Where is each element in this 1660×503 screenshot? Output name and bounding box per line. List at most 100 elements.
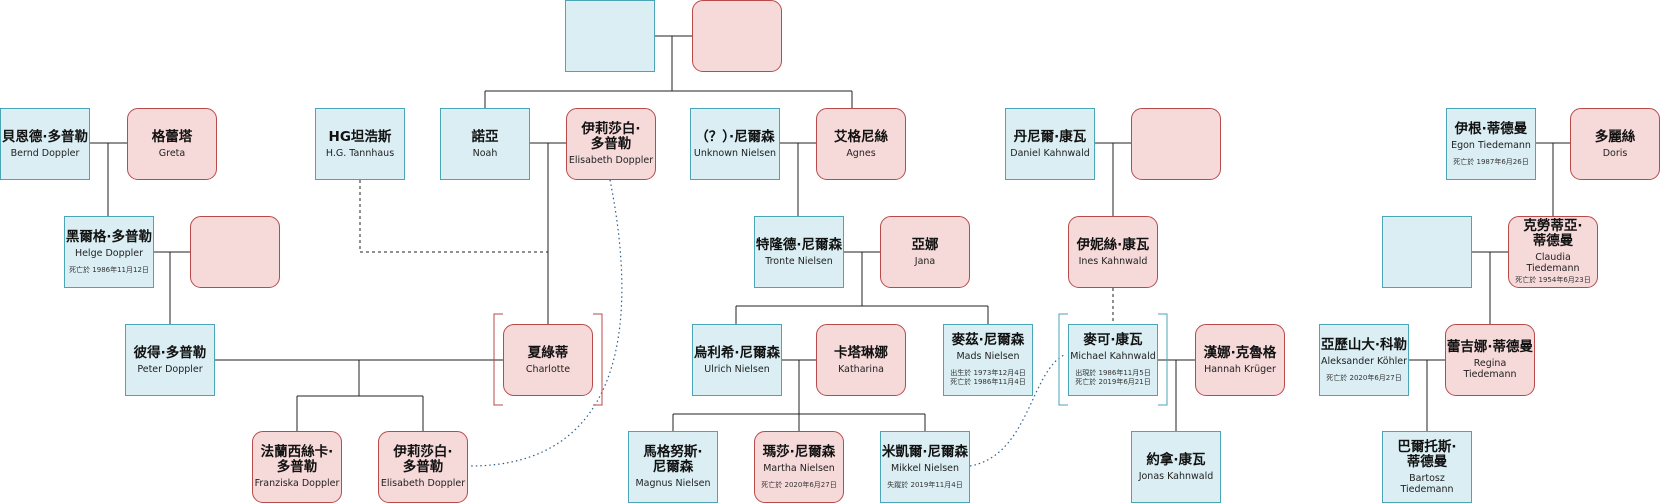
person-name: 丹尼爾·康瓦 (1013, 128, 1087, 145)
person-box-bartosz-tiedemann: 巴爾托斯· 蒂德曼 Bartosz Tiedemann (1382, 431, 1472, 503)
person-name: 漢娜·克魯格 (1203, 344, 1277, 361)
person-box-top-mother (692, 0, 782, 72)
person-roman-name: Mads Nielsen (956, 351, 1020, 362)
person-note: 死亡於 1954年6月23日 (1515, 276, 1591, 284)
person-box-helge-wife (190, 216, 280, 288)
person-name: 麥茲·尼爾森 (951, 332, 1025, 348)
person-box-jana: 亞娜 Jana (880, 216, 970, 288)
person-box-mads-nielsen: 麥茲·尼爾森 Mads Nielsen 出生於 1973年12月4日 死亡於 1… (943, 324, 1033, 396)
person-roman-name: Agnes (846, 147, 876, 159)
person-box-franziska-doppler: 法蘭西絲卡· 多普勒 Franziska Doppler (252, 431, 342, 503)
person-box-daniel-wife (1131, 108, 1221, 180)
person-box-agnes: 艾格尼絲 Agnes (816, 108, 906, 180)
person-name: 貝恩德·多普勒 (1, 128, 89, 145)
person-box-claudia-husband (1382, 216, 1472, 288)
person-name: 馬格努斯· 尼爾森 (643, 444, 703, 475)
person-note: 死亡於 1987年6月26日 (1453, 157, 1529, 166)
person-roman-name: Hannah Krüger (1204, 363, 1276, 375)
person-box-regina-tiedemann: 蕾吉娜·蒂德曼 Regina Tiedemann (1445, 324, 1535, 396)
person-name: 彼得·多普勒 (133, 344, 207, 361)
person-roman-name: H.G. Tannhaus (325, 147, 395, 159)
person-box-ines-kahnwald: 伊妮絲·康瓦 Ines Kahnwald (1068, 216, 1158, 288)
person-box-magnus-nielsen: 馬格努斯· 尼爾森 Magnus Nielsen (628, 431, 718, 503)
person-roman-name: Bernd Doppler (10, 147, 80, 159)
person-roman-name: Charlotte (525, 363, 571, 375)
person-box-elisabeth-doppler-elder: 伊莉莎白· 多普勒 Elisabeth Doppler (566, 108, 656, 180)
person-roman-name: Noah (472, 147, 498, 159)
person-name: 伊莉莎白· 多普勒 (393, 444, 453, 475)
person-box-ulrich-nielsen: 烏利希·尼爾森 Ulrich Nielsen (692, 324, 782, 396)
person-box-hg-tannhaus: HG坦浩斯 H.G. Tannhaus (315, 108, 405, 180)
person-roman-name: Helge Doppler (74, 247, 144, 259)
person-name: 格蕾塔 (151, 128, 193, 145)
person-name: 烏利希·尼爾森 (693, 344, 781, 361)
person-name: 瑪莎·尼爾森 (762, 443, 836, 460)
person-box-unknown-nielsen: （？）·尼爾森 Unknown Nielsen (690, 108, 780, 180)
person-note: 出現於 1986年11月5日 死亡於 2019年6月21日 (1075, 369, 1151, 386)
person-roman-name: Daniel Kahnwald (1010, 147, 1090, 159)
person-roman-name: Greta (158, 147, 186, 159)
person-roman-name: Ulrich Nielsen (704, 363, 770, 375)
person-roman-name: Egon Tiedemann (1451, 139, 1531, 151)
person-box-top-father (565, 0, 655, 72)
person-name: 巴爾托斯· 蒂德曼 (1397, 438, 1457, 470)
person-box-noah: 諾亞 Noah (440, 108, 530, 180)
person-box-peter-doppler: 彼得·多普勒 Peter Doppler (125, 324, 215, 396)
person-roman-name: Michael Kahnwald (1070, 351, 1156, 362)
person-name: （？）·尼爾森 (695, 128, 775, 145)
person-name: 約拿·康瓦 (1146, 451, 1206, 468)
person-roman-name: Tronte Nielsen (765, 255, 833, 267)
person-box-doris: 多麗絲 Doris (1570, 108, 1660, 180)
person-roman-name: Elisabeth Doppler (568, 155, 654, 166)
person-roman-name: Jonas Kahnwald (1138, 470, 1214, 482)
person-box-tronte-nielsen: 特隆德·尼爾森 Tronte Nielsen (754, 216, 844, 288)
person-box-greta: 格蕾塔 Greta (127, 108, 217, 180)
person-name: 麥可·康瓦 (1083, 332, 1143, 348)
person-roman-name: Elisabeth Doppler (380, 478, 466, 489)
person-name: 亞歷山大·科勒 (1320, 336, 1408, 353)
person-box-aleksander-kohler: 亞歷山大·科勒 Aleksander Köhler 死亡於 2020年6月27日 (1319, 324, 1409, 396)
person-name: 黑爾格·多普勒 (65, 228, 153, 245)
person-roman-name: Bartosz Tiedemann (1400, 472, 1454, 495)
person-roman-name: Jana (914, 255, 936, 267)
person-roman-name: Franziska Doppler (254, 478, 340, 489)
person-box-daniel-kahnwald: 丹尼爾·康瓦 Daniel Kahnwald (1005, 108, 1095, 180)
person-box-charlotte: 夏綠蒂 Charlotte (503, 324, 593, 396)
person-name: 夏綠蒂 (527, 344, 569, 361)
person-roman-name: Peter Doppler (137, 363, 203, 375)
person-note: 失蹤於 2019年11月4日 (887, 480, 963, 489)
person-box-claudia-tiedemann: 克勞蒂亞· 蒂德曼 Claudia Tiedemann 死亡於 1954年6月2… (1508, 216, 1598, 288)
person-name: 伊根·蒂德曼 (1454, 120, 1528, 137)
person-box-michael-kahnwald: 麥可·康瓦 Michael Kahnwald 出現於 1986年11月5日 死亡… (1068, 324, 1158, 396)
person-name: 蕾吉娜·蒂德曼 (1446, 339, 1534, 355)
person-note: 出生於 1973年12月4日 死亡於 1986年11月4日 (950, 369, 1026, 386)
person-roman-name: Magnus Nielsen (635, 478, 711, 489)
person-name: 特隆德·尼爾森 (755, 236, 843, 253)
person-roman-name: Unknown Nielsen (693, 147, 777, 159)
person-box-hannah-kruger: 漢娜·克魯格 Hannah Krüger (1195, 324, 1285, 396)
person-name: 伊妮絲·康瓦 (1076, 236, 1150, 253)
person-roman-name: Aleksander Köhler (1320, 355, 1408, 367)
person-box-katharina: 卡塔琳娜 Katharina (816, 324, 906, 396)
person-box-martha-nielsen: 瑪莎·尼爾森 Martha Nielsen 死亡於 2020年6月27日 (754, 431, 844, 503)
person-box-jonas-kahnwald: 約拿·康瓦 Jonas Kahnwald (1131, 431, 1221, 503)
person-box-bernd-doppler: 貝恩德·多普勒 Bernd Doppler (0, 108, 90, 180)
person-box-elisabeth-doppler-young: 伊莉莎白· 多普勒 Elisabeth Doppler (378, 431, 468, 503)
person-name: 亞娜 (911, 236, 939, 253)
person-roman-name: Regina Tiedemann (1463, 358, 1517, 380)
person-name: 諾亞 (471, 128, 499, 145)
person-roman-name: Mikkel Nielsen (890, 462, 960, 474)
person-roman-name: Ines Kahnwald (1078, 255, 1148, 267)
person-note: 死亡於 2020年6月27日 (761, 480, 837, 489)
person-name: 多麗絲 (1594, 128, 1636, 145)
person-name: 米凱爾·尼爾森 (881, 443, 969, 460)
person-name: HG坦浩斯 (328, 128, 392, 145)
person-roman-name: Doris (1602, 147, 1628, 159)
person-roman-name: Katharina (838, 363, 884, 375)
person-name: 伊莉莎白· 多普勒 (581, 121, 641, 152)
person-name: 法蘭西絲卡· 多普勒 (260, 444, 334, 475)
person-box-egon-tiedemann: 伊根·蒂德曼 Egon Tiedemann 死亡於 1987年6月26日 (1446, 108, 1536, 180)
person-note: 死亡於 1986年11月12日 (69, 265, 149, 274)
person-name: 克勞蒂亞· 蒂德曼 (1523, 218, 1583, 249)
